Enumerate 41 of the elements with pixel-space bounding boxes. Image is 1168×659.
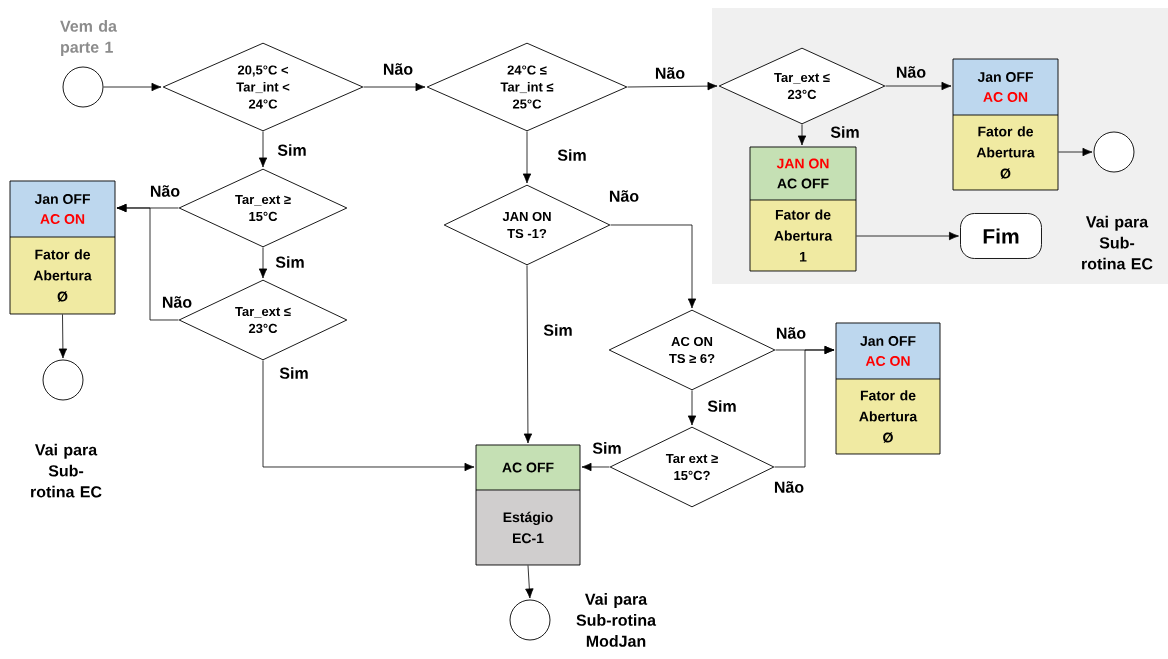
edge-label: Sim [556,148,588,162]
connector-caption: Vem da parte 1 [60,20,118,56]
action-box: JAN ON AC OFF Fator de Abertura 1 [749,146,857,272]
arrow [627,81,718,91]
arrow [363,82,426,92]
edge-label: Sim [706,399,738,413]
connector-caption: Vai para Sub-rotina EC [1082,215,1153,270]
action-box: Jan OFF AC ON Fator de Abertura Ø [9,180,116,315]
terminal-box: Fim [960,213,1042,259]
edge-label: Não [774,326,808,340]
edge-label: Sim [278,366,310,380]
action-box: Jan OFF AC ON Fator de Abertura Ø [952,58,1059,191]
action-box: AC OFF Estágio EC-1 [475,444,581,566]
edge-label: Sim [829,125,861,139]
arrow [103,82,162,92]
arrow [262,360,475,472]
arrow [1058,147,1093,157]
arrow [774,345,835,468]
arrow [116,203,179,321]
edge-label: Sim [542,323,574,337]
action-box: Jan OFF AC ON Fator de Abertura Ø [835,322,941,455]
arrow [523,265,533,444]
edge-label: Não [772,480,806,494]
arrow [610,224,697,309]
arrow [522,131,532,184]
arrow [258,247,268,279]
edge-label: Não [381,62,415,76]
arrow [258,131,268,168]
arrow [856,231,959,241]
connector-caption: Vai para Sub-rotina ModJan [576,593,657,647]
arrow [581,462,610,472]
connector-caption: Vai para Sub-rotina EC [31,443,102,498]
arrow [525,565,534,599]
edge-label: Sim [276,143,308,157]
arrow [797,124,807,146]
arrow [58,314,68,359]
edge-label: Não [653,66,687,80]
arrow [885,81,952,91]
edge-label: Sim [274,255,306,269]
arrow [687,390,697,426]
edge-label: Não [894,65,928,79]
